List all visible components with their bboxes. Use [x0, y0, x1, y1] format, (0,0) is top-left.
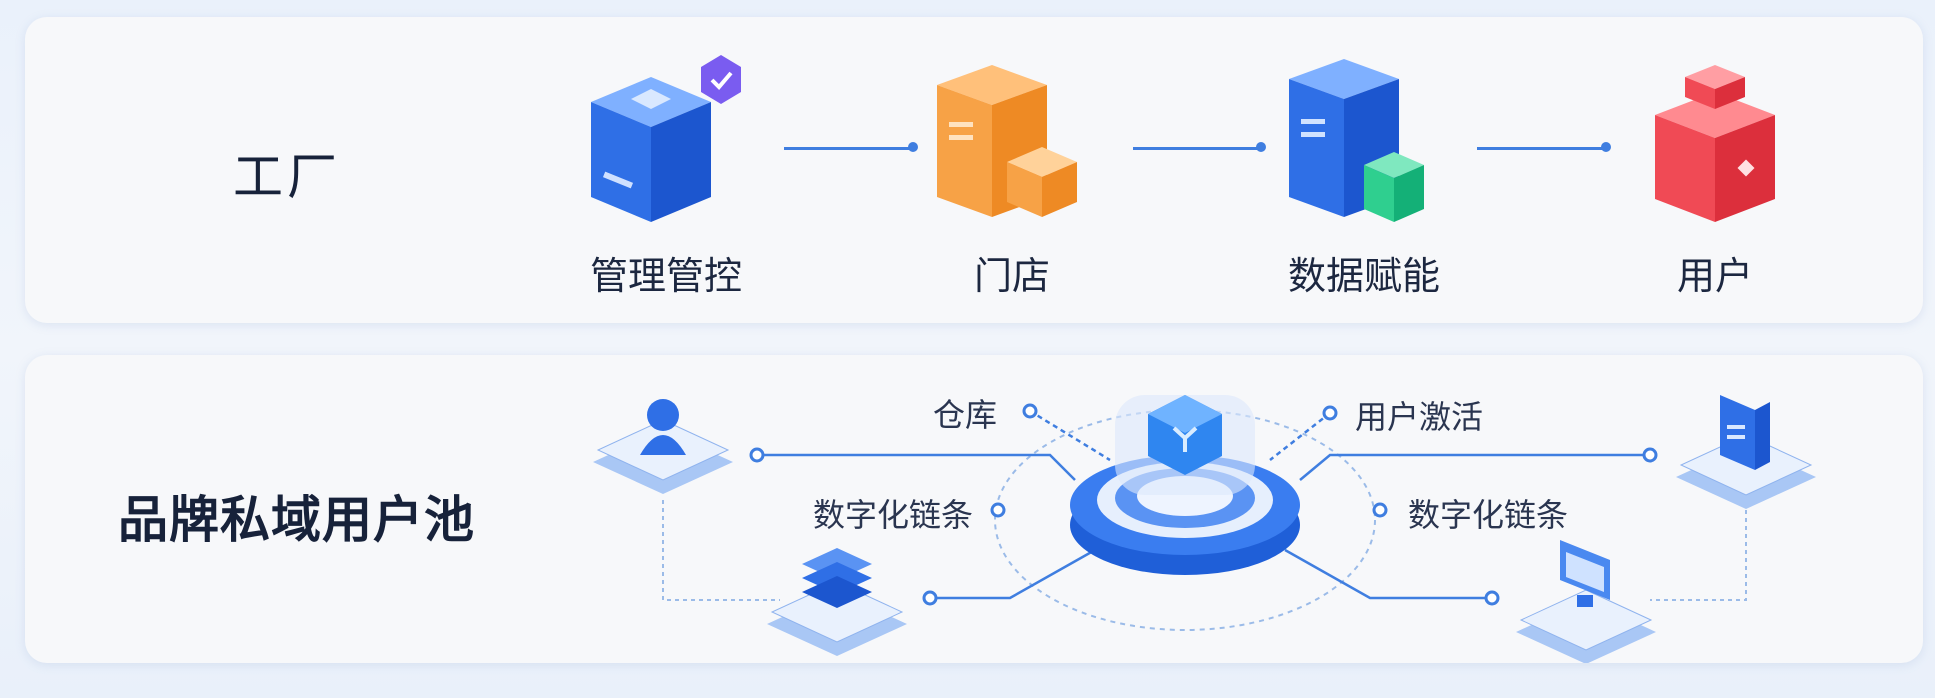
step-label: 管理管控	[589, 254, 742, 298]
step-label: 数据赋能	[1287, 254, 1440, 298]
private-pool-diagram	[593, 395, 1816, 663]
node-dot	[1322, 405, 1338, 421]
link-warehouse	[1029, 409, 1111, 462]
link-person	[757, 453, 1076, 481]
link-doc	[1299, 453, 1650, 481]
label-warehouse: 仓库	[933, 396, 998, 434]
label-user-activation: 用户激活	[1355, 398, 1484, 436]
central-platform-icon	[1070, 395, 1300, 575]
node-dot	[1642, 447, 1658, 463]
dashed-link	[1650, 510, 1747, 601]
node-dot	[1022, 403, 1038, 419]
stack-node-icon	[767, 548, 907, 656]
node-dot	[990, 502, 1006, 518]
label-digital-chain-left: 数字化链条	[813, 496, 974, 534]
dashed-ring	[994, 409, 1376, 631]
link-monitor	[1284, 548, 1492, 600]
step-management: 管理管控	[556, 47, 776, 300]
node-dot	[749, 447, 765, 463]
person-node-icon	[593, 399, 733, 494]
factory-card: 工厂 管理管控 门店	[25, 17, 1923, 323]
node-dot	[1372, 502, 1388, 518]
step-user: 用户	[1605, 47, 1825, 300]
dashed-link	[662, 500, 780, 601]
connector-line	[1133, 142, 1266, 152]
node-dot	[1484, 590, 1500, 606]
label-digital-chain-right: 数字化链条	[1408, 496, 1569, 534]
blue-server-green-cube-icon	[1289, 59, 1424, 222]
orange-boxes-icon	[937, 65, 1077, 217]
monitor-node-icon	[1516, 540, 1656, 663]
private-pool-title: 品牌私域用户池	[118, 491, 475, 549]
document-node-icon	[1676, 395, 1816, 509]
step-store: 门店	[902, 47, 1122, 300]
step-label: 用户	[1676, 254, 1753, 298]
blue-box-check-icon	[591, 55, 741, 222]
private-pool-card: 品牌私域用户池	[25, 355, 1923, 663]
link-stack	[930, 548, 1096, 600]
step-label: 门店	[973, 254, 1050, 298]
link-activation	[1269, 412, 1331, 461]
factory-title: 工厂	[233, 148, 341, 206]
node-dot	[922, 590, 938, 606]
step-data: 数据赋能	[1254, 47, 1474, 300]
red-gift-box-icon	[1655, 65, 1775, 222]
connector-line	[784, 142, 918, 152]
connector-line	[1477, 142, 1611, 152]
